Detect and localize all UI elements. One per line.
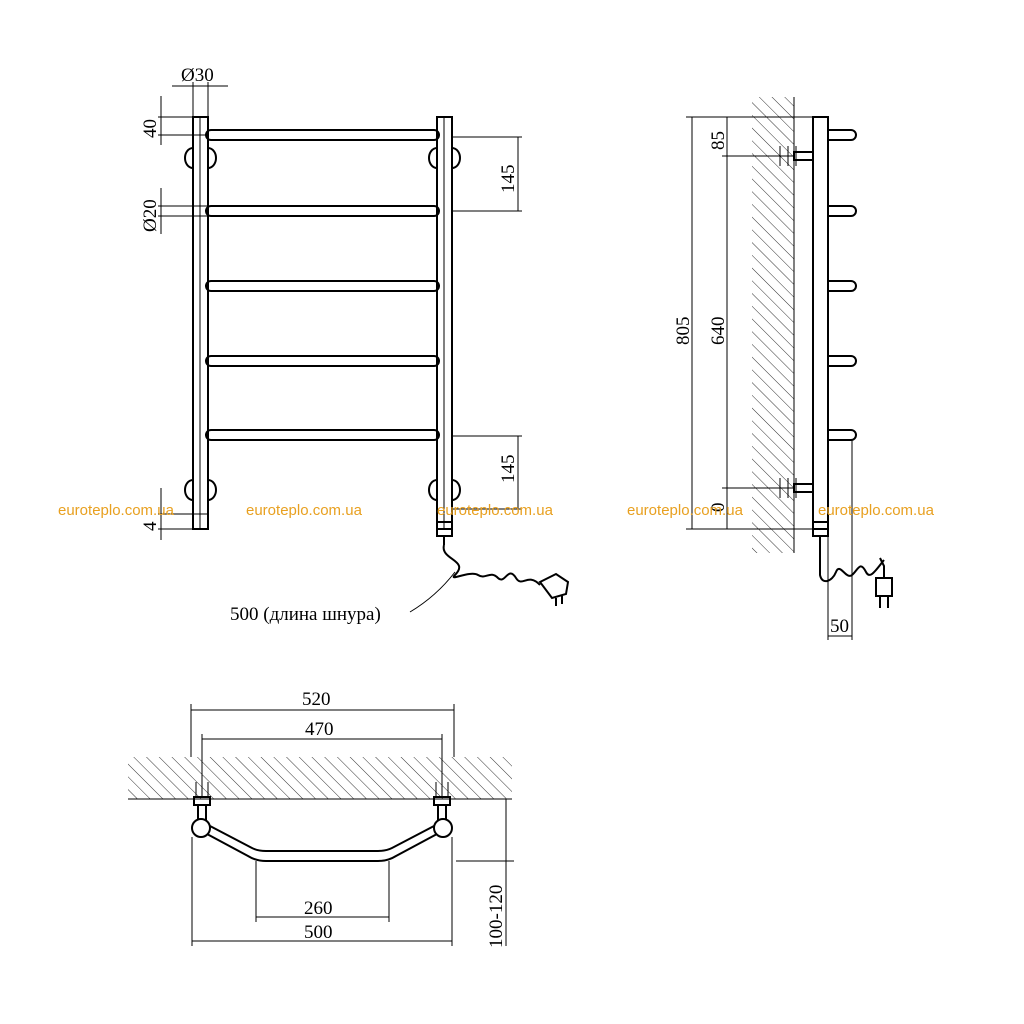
dim-label: 0: [708, 503, 729, 513]
watermark-text: euroteplo.com.ua: [627, 502, 744, 519]
dim-depth: 50: [827, 440, 853, 640]
rung: [205, 355, 440, 367]
dim-top-spacing: 145: [452, 136, 522, 212]
front-view: Ø30 40 Ø20 145 145: [140, 65, 570, 625]
dim-label: Ø30: [181, 65, 214, 86]
right-upright: [436, 116, 453, 530]
dim-label: 145: [498, 455, 519, 484]
watermark-text: euroteplo.com.ua: [58, 502, 175, 519]
left-upright: [192, 116, 209, 530]
dim-mount-width: 470: [201, 719, 443, 797]
rung: [205, 429, 440, 441]
dim-bottom-mount: 0: [708, 488, 729, 529]
watermarks: euroteplo.com.ua euroteplo.com.ua eurote…: [58, 502, 935, 519]
dim-wall-distance: 100-120: [456, 799, 514, 948]
dim-inner-width: 260: [255, 861, 390, 922]
dim-label: 805: [673, 317, 694, 346]
plug-icon: [538, 572, 570, 606]
dim-label: 640: [708, 317, 729, 346]
dim-label: 260: [304, 898, 333, 919]
watermark-text: euroteplo.com.ua: [818, 502, 935, 519]
dim-outer-width: 520: [190, 689, 455, 757]
mount-brackets: [184, 147, 461, 501]
dim-rung-diameter: Ø20: [140, 188, 208, 234]
side-view: 805 640 85 0 50: [673, 97, 893, 640]
dim-top-offset: 40: [140, 96, 208, 145]
dim-label: 50: [830, 616, 849, 637]
power-cord: [436, 521, 570, 606]
dim-bottom-spacing: 145: [452, 435, 522, 510]
watermark-text: euroteplo.com.ua: [246, 502, 363, 519]
rungs: [205, 129, 440, 441]
dim-bottom-offset: 4: [140, 488, 208, 540]
dim-label: Ø20: [140, 199, 161, 232]
dim-tube-diameter: Ø30: [172, 65, 228, 117]
dim-label: 100-120: [486, 885, 507, 948]
dim-label: 40: [140, 119, 161, 138]
cord-length-callout: 500 (длина шнура): [230, 571, 456, 625]
dim-label: 500: [304, 922, 333, 943]
wall-brackets: [779, 146, 814, 498]
rung: [205, 129, 440, 141]
cord-length-label: 500 (длина шнура): [230, 604, 381, 625]
rung: [205, 280, 440, 292]
dim-overall-width: 500: [191, 837, 453, 946]
top-view: 520 470 260 500 100-120: [128, 689, 514, 948]
plug-icon: [875, 557, 893, 608]
watermark-text: euroteplo.com.ua: [437, 502, 554, 519]
dim-top-mount: 85: [708, 116, 760, 156]
dim-mount-spacing: 640: [708, 155, 794, 489]
rung-stubs: [828, 129, 857, 441]
rung-profile: [206, 825, 438, 862]
dim-label: 85: [708, 131, 729, 150]
dim-label: 4: [140, 521, 161, 531]
dim-label: 520: [302, 689, 331, 710]
dim-label: 470: [305, 719, 334, 740]
wall-hatch: [128, 757, 512, 800]
rung: [205, 205, 440, 217]
dim-label: 145: [498, 165, 519, 194]
wall-hatch: [752, 97, 795, 553]
dim-total-height: 805: [673, 116, 813, 530]
